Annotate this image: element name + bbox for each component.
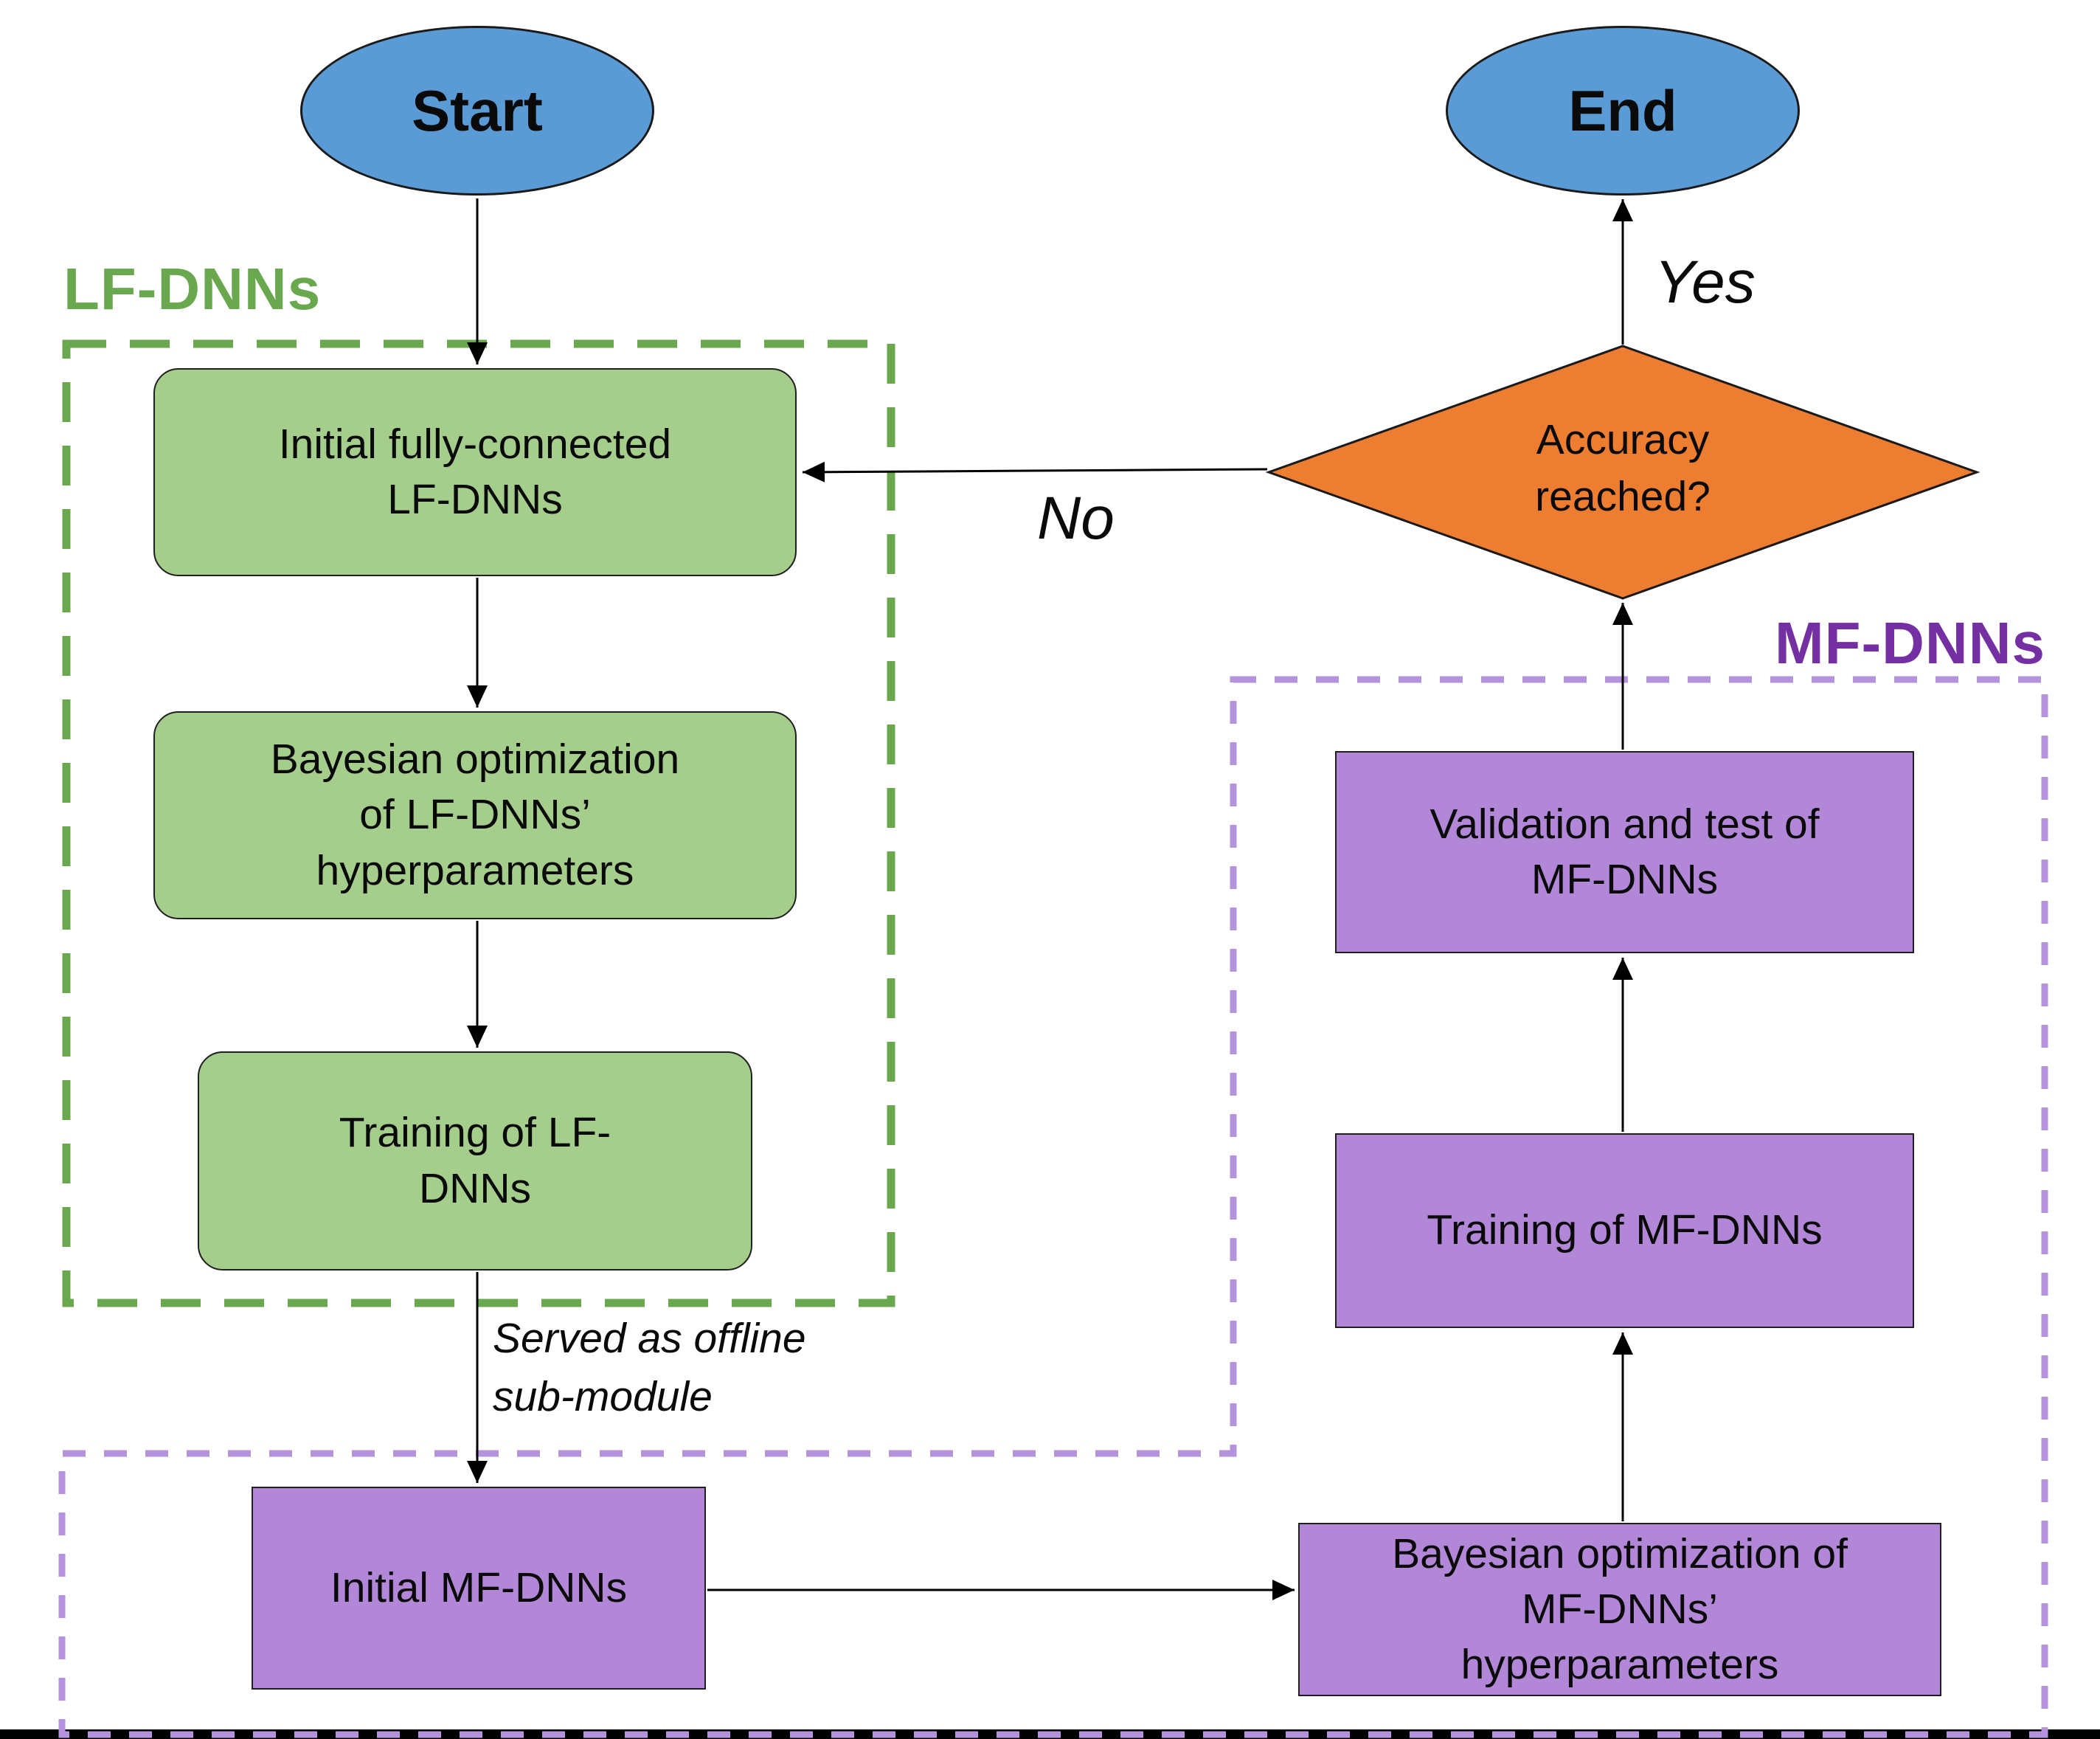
no-edge-label: No (1037, 485, 1115, 552)
training-mf-node: Training of MF-DNNs (1335, 1133, 1914, 1328)
mf-dnns-dashed-region (58, 676, 2048, 1738)
training-lf-label: Training of LF- DNNs (339, 1109, 611, 1212)
validation-test-mf-node: Validation and test of MF-DNNs (1335, 751, 1914, 953)
training-lf-node: Training of LF- DNNs (198, 1051, 752, 1270)
end-node: End (1446, 26, 1800, 196)
bayes-opt-mf-node: Bayesian optimization of MF-DNNs’ hyperp… (1298, 1523, 1941, 1696)
initial-mf-dnns-node: Initial MF-DNNs (252, 1487, 706, 1690)
training-mf-label: Training of MF-DNNs (1427, 1206, 1823, 1254)
bayes-opt-lf-node: Bayesian optimization of LF-DNNs’ hyperp… (153, 711, 797, 919)
yes-edge-label: Yes (1654, 249, 1756, 316)
arrow-decision-no-to-initial-lf (802, 461, 1268, 483)
start-node-label: Start (412, 77, 543, 143)
served-offline-edge-label: Served as offline sub-module (493, 1315, 806, 1420)
flow-arrows (467, 198, 1633, 1600)
initial-lf-dnns-label: Initial fully-connected LF-DNNs (278, 420, 672, 523)
start-node: Start (300, 26, 654, 196)
initial-lf-dnns-node: Initial fully-connected LF-DNNs (153, 368, 797, 576)
decision-node-label: Accuracy reached? (1535, 416, 1711, 520)
decision-diamond-shape (1265, 345, 1981, 600)
bayes-opt-lf-label: Bayesian optimization of LF-DNNs’ hyperp… (270, 736, 680, 894)
mf-dnns-region-label: MF-DNNs (1775, 610, 2045, 676)
end-node-label: End (1568, 77, 1677, 143)
lf-dnns-region-label: LF-DNNs (63, 256, 322, 322)
bayes-opt-mf-label: Bayesian optimization of MF-DNNs’ hyperp… (1392, 1529, 1848, 1689)
validation-test-mf-label: Validation and test of MF-DNNs (1430, 800, 1820, 903)
initial-mf-dnns-label: Initial MF-DNNs (330, 1563, 628, 1611)
